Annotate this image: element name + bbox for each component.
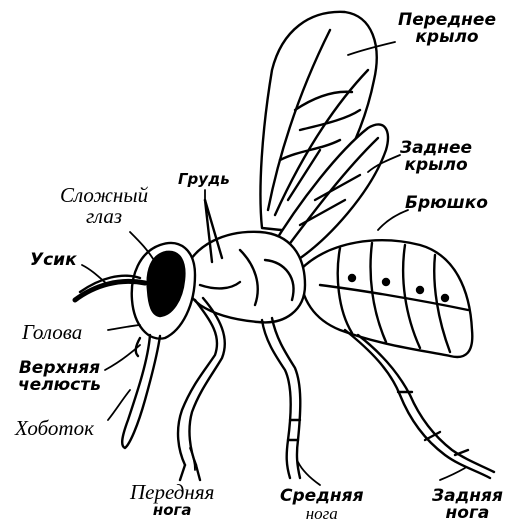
label-upper-jaw-line2: челюсть	[18, 377, 101, 394]
label-front-leg-line1: Передняя	[130, 482, 214, 503]
label-hind-wing: Заднее крыло	[400, 140, 472, 174]
label-compound-eye-line1: Сложный	[60, 185, 148, 206]
label-hind-leg: Задняя нога	[432, 488, 503, 522]
hind-leg	[345, 330, 494, 478]
label-middle-leg-line2: нога	[280, 505, 363, 522]
label-middle-leg: Средняя нога	[280, 488, 363, 522]
label-hind-wing-line2: крыло	[400, 157, 472, 174]
abdomen-body	[300, 240, 472, 357]
label-upper-jaw: Верхняя челюсть	[18, 360, 101, 394]
head	[132, 243, 195, 339]
front-leg	[178, 298, 225, 480]
label-compound-eye: Сложный глаз	[60, 185, 148, 227]
label-proboscis: Хоботок	[15, 418, 94, 439]
label-hind-leg-line2: нога	[432, 505, 503, 522]
middle-leg	[262, 318, 300, 478]
label-front-wing: Переднее крыло	[398, 12, 496, 46]
label-compound-eye-line2: глаз	[60, 206, 148, 227]
label-antenna: Усик	[30, 252, 77, 269]
label-front-leg: Передняя нога	[130, 482, 214, 518]
label-chest: Грудь	[178, 172, 230, 187]
label-middle-leg-line1: Средняя	[280, 488, 363, 505]
label-abdomen: Брюшко	[405, 195, 488, 212]
label-head: Голова	[22, 322, 82, 343]
label-front-leg-line2: нога	[130, 503, 214, 518]
label-front-wing-line2: крыло	[398, 29, 496, 46]
